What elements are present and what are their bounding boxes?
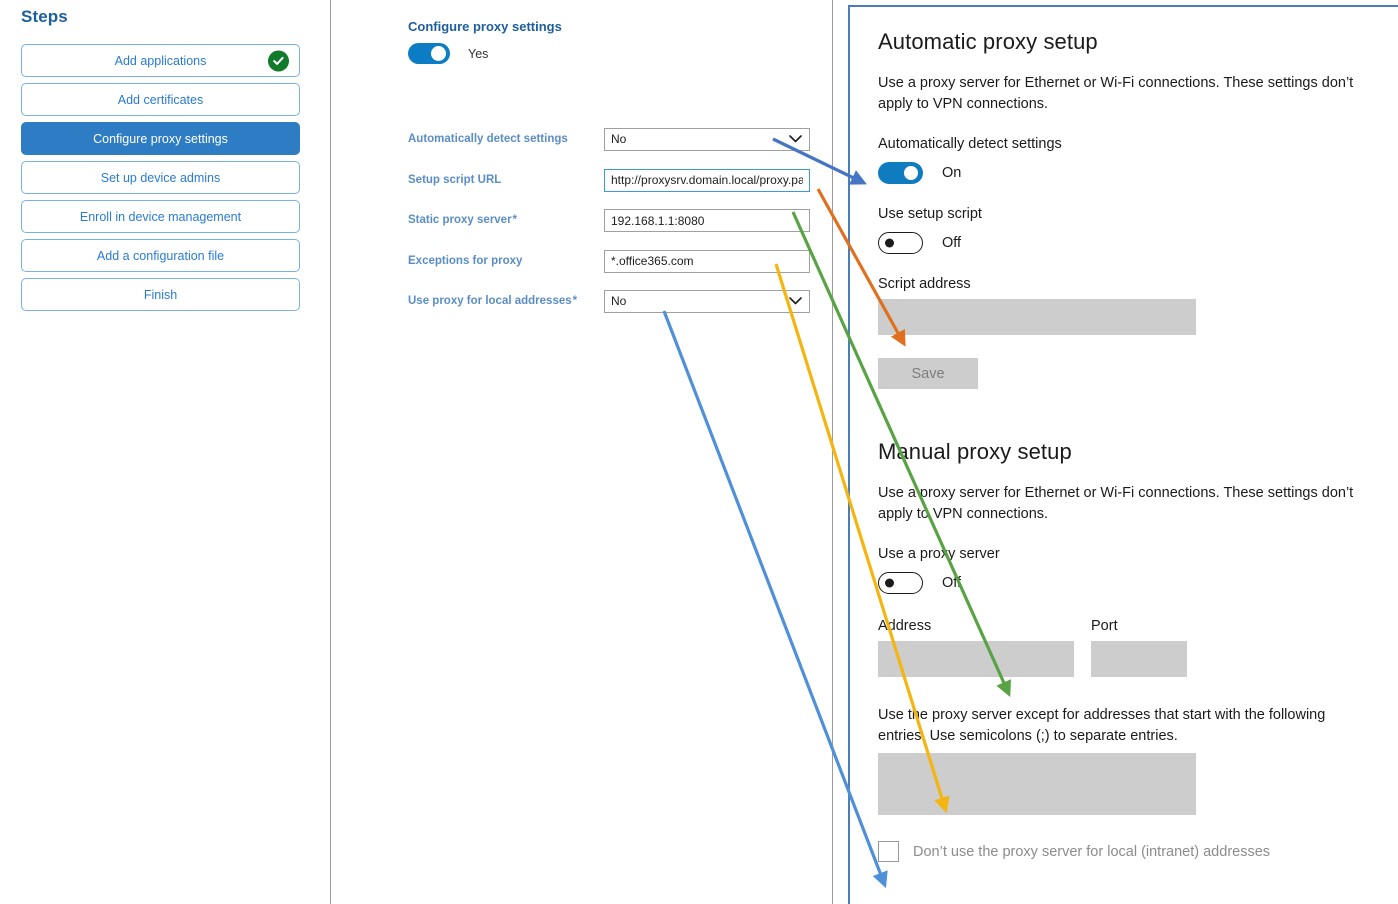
field-label: Static proxy server * <box>408 214 517 226</box>
field-label-text: Exceptions for proxy <box>408 254 523 267</box>
configure-proxy-toggle[interactable] <box>408 43 450 64</box>
use-setup-script-state: Off <box>942 235 962 252</box>
automatically-detect-settings-label: Automatically detect settings <box>878 136 1062 153</box>
field-use-proxy-for-local-addresses: Use proxy for local addresses * No <box>408 290 818 331</box>
exceptions-description: Use the proxy server except for addresse… <box>878 707 1326 744</box>
port-label: Port <box>1091 618 1118 635</box>
configure-proxy-toggle-row: Yes <box>408 43 488 64</box>
use-a-proxy-server-row: Off <box>878 572 1378 595</box>
use-a-proxy-server-state: Off <box>942 575 962 592</box>
field-control <box>604 168 810 192</box>
automatically-detect-settings-state: On <box>942 165 962 182</box>
field-label: Setup script URL <box>408 174 501 186</box>
steps-list: Add applications Add certificates Config… <box>21 44 300 317</box>
steps-title: Steps <box>21 7 68 26</box>
required-asterisk: * <box>571 295 578 307</box>
form-heading: Configure proxy settings <box>408 19 562 34</box>
use-a-proxy-server-toggle[interactable] <box>878 572 923 595</box>
field-label: Exceptions for proxy <box>408 255 522 267</box>
use-a-proxy-server-label: Use a proxy server <box>878 546 1000 563</box>
step-item-configure-proxy-settings[interactable]: Configure proxy settings <box>21 122 300 155</box>
select-value: No <box>611 132 627 146</box>
automatically-detect-settings-select[interactable]: No <box>604 128 810 151</box>
port-column: Port <box>1091 618 1187 678</box>
use-setup-script-row: Off <box>878 232 1378 255</box>
step-label: Add applications <box>114 53 207 68</box>
field-label: Use proxy for local addresses * <box>408 295 577 307</box>
bypass-local-label: Don’t use the proxy server for local (in… <box>913 843 1271 860</box>
chevron-down-icon <box>789 129 802 150</box>
use-setup-script-label: Use setup script <box>878 206 982 223</box>
step-label: Add a configuration file <box>96 248 225 263</box>
field-control <box>604 209 810 232</box>
step-label: Enroll in device management <box>79 209 242 224</box>
step-item-add-applications[interactable]: Add applications <box>21 44 300 77</box>
windows-settings-content: Automatic proxy setup Use a proxy server… <box>878 7 1378 863</box>
save-button[interactable]: Save <box>878 358 978 390</box>
configure-proxy-toggle-label: Yes <box>468 46 489 61</box>
step-item-set-up-device-admins[interactable]: Set up device admins <box>21 161 300 194</box>
manual-proxy-setup-heading: Manual proxy setup <box>878 439 1072 465</box>
step-item-enroll-in-device-management[interactable]: Enroll in device management <box>21 200 300 233</box>
automatically-detect-settings-toggle[interactable] <box>878 162 923 185</box>
field-control: No <box>604 128 810 151</box>
bypass-local-checkbox[interactable] <box>878 841 899 863</box>
automatic-proxy-description: Use a proxy server for Ethernet or Wi-Fi… <box>878 75 1354 112</box>
step-label: Add certificates <box>117 92 204 107</box>
address-port-row: Address Port <box>878 618 1378 678</box>
toggle-knob <box>904 166 918 181</box>
address-column: Address <box>878 618 1074 678</box>
setup-script-url-input[interactable] <box>604 168 810 192</box>
manual-proxy-description: Use a proxy server for Ethernet or Wi-Fi… <box>878 485 1354 522</box>
automatic-proxy-setup-heading: Automatic proxy setup <box>878 29 1098 54</box>
bypass-local-row: Don’t use the proxy server for local (in… <box>878 841 1378 863</box>
check-circle-icon <box>268 50 289 71</box>
step-label: Configure proxy settings <box>93 131 228 146</box>
exceptions-input[interactable] <box>878 753 1196 816</box>
select-value: No <box>611 294 627 308</box>
exceptions-for-proxy-input[interactable] <box>604 249 810 273</box>
use-proxy-for-local-addresses-select[interactable]: No <box>604 290 810 313</box>
proxy-form-panel: Configure proxy settings Yes Automatical… <box>331 0 832 904</box>
field-control: No <box>604 290 810 313</box>
form-fields: Automatically detect settings No <box>408 128 818 331</box>
step-item-add-certificates[interactable]: Add certificates <box>21 83 300 116</box>
toggle-knob <box>431 46 446 61</box>
field-exceptions-for-proxy: Exceptions for proxy <box>408 249 818 291</box>
field-control <box>604 249 810 273</box>
script-address-input[interactable] <box>878 299 1196 336</box>
address-input[interactable] <box>878 641 1074 678</box>
field-label-text: Setup script URL <box>408 173 502 186</box>
automatically-detect-settings-row: On <box>878 162 1378 185</box>
field-setup-script-url: Setup script URL <box>408 168 818 210</box>
toggle-knob <box>885 578 894 588</box>
step-item-add-a-configuration-file[interactable]: Add a configuration file <box>21 239 300 272</box>
field-label-text: Static proxy server <box>408 214 512 226</box>
field-label-text: Use proxy for local addresses <box>408 295 572 307</box>
field-label: Automatically detect settings <box>408 133 568 145</box>
step-label: Finish <box>143 287 178 302</box>
panel-divider-left <box>330 0 331 904</box>
static-proxy-server-input[interactable] <box>604 209 810 232</box>
chevron-down-icon <box>789 291 802 312</box>
required-asterisk: * <box>511 214 517 226</box>
field-label-text: Automatically detect settings <box>408 133 568 145</box>
field-automatically-detect-settings: Automatically detect settings No <box>408 128 818 169</box>
windows-proxy-settings-pane: Automatic proxy setup Use a proxy server… <box>848 5 1398 904</box>
use-setup-script-toggle[interactable] <box>878 232 923 255</box>
step-label: Set up device admins <box>100 170 221 185</box>
port-input[interactable] <box>1091 641 1187 678</box>
address-label: Address <box>878 618 932 635</box>
steps-panel: Steps Add applications Add certificates … <box>0 0 330 904</box>
field-static-proxy-server: Static proxy server * <box>408 209 818 250</box>
panel-divider-right <box>832 0 833 904</box>
toggle-knob <box>885 238 894 248</box>
script-address-label: Script address <box>878 276 971 293</box>
step-item-finish[interactable]: Finish <box>21 278 300 311</box>
